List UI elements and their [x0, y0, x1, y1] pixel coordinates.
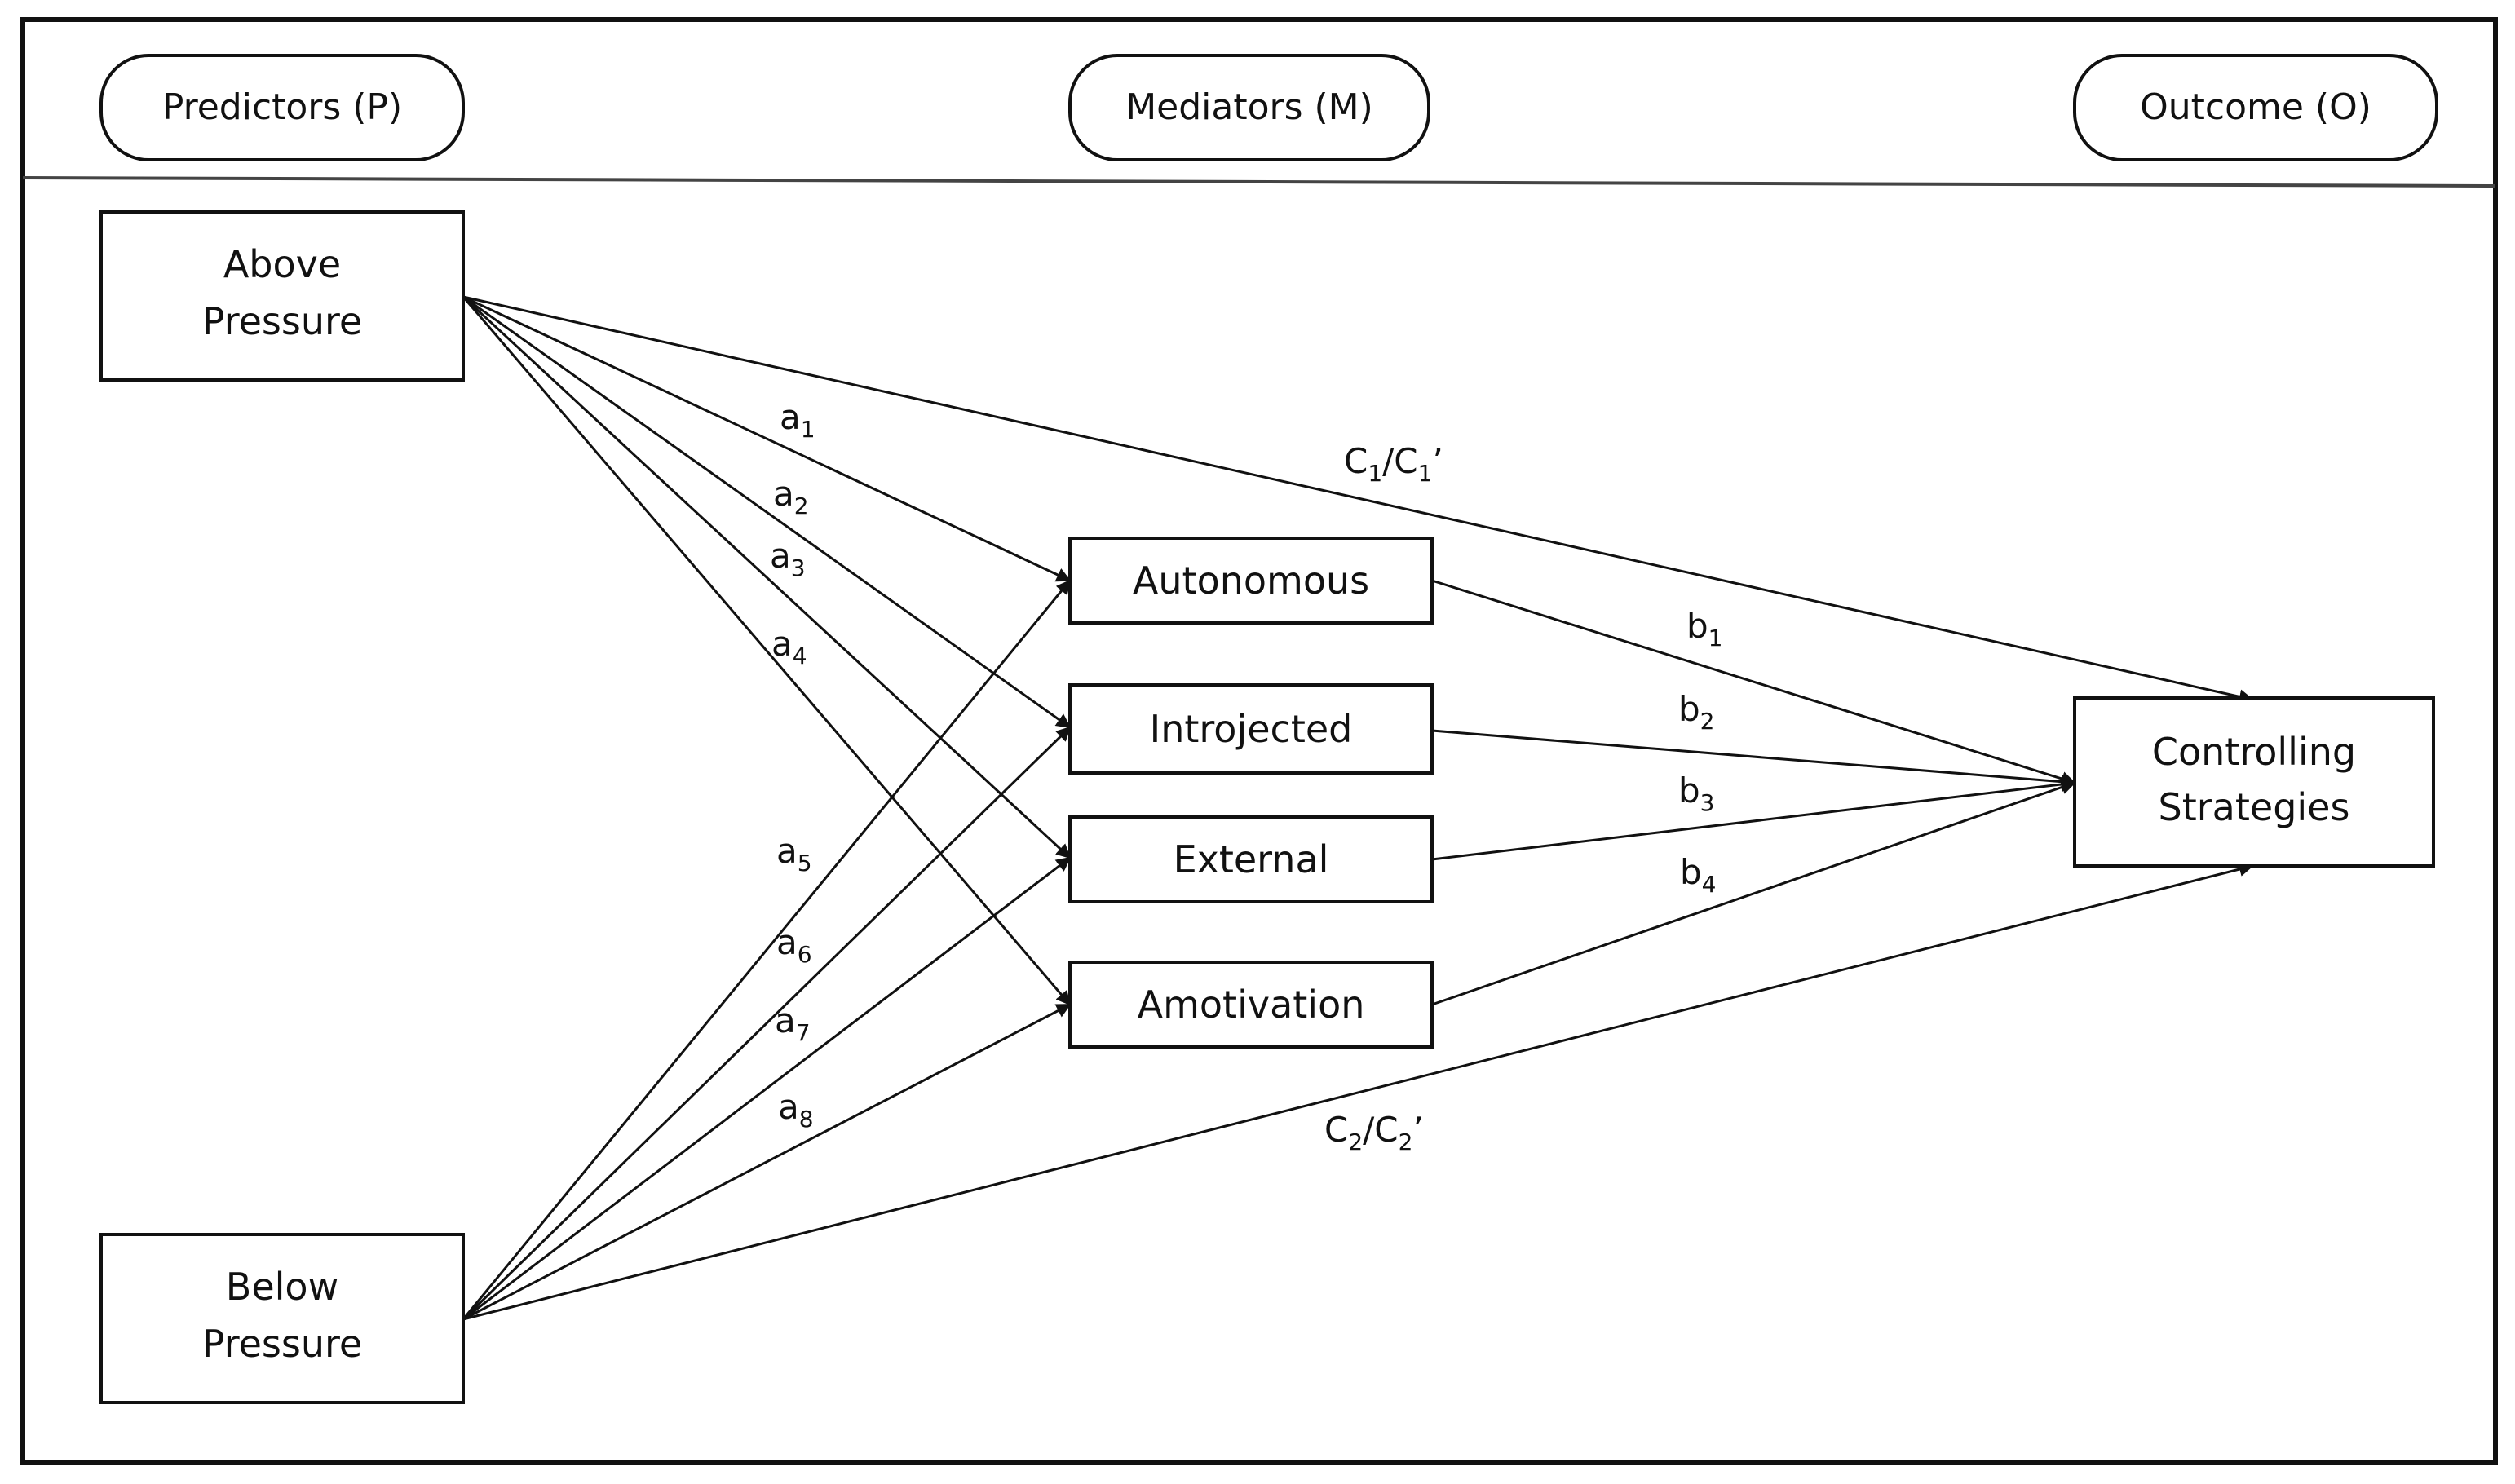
arrow-b4: [1431, 780, 2076, 1006]
label-b2: b2: [1678, 689, 1715, 735]
header-predictors: Predictors (P): [99, 54, 465, 161]
header-mediators: Mediators (M): [1068, 54, 1430, 161]
arrow-a8: [462, 1003, 1072, 1321]
label-b4: b4: [1680, 852, 1717, 898]
arrow-a1: [462, 295, 1072, 582]
arrow-a5: [462, 579, 1072, 1320]
node-below-pressure: Below Pressure: [99, 1233, 465, 1404]
header-mediators-label: Mediators (M): [1125, 86, 1373, 128]
header-predictors-label: Predictors (P): [162, 86, 402, 128]
label-b1: b1: [1686, 606, 1723, 651]
node-external: External: [1068, 815, 1434, 903]
label-a1: a1: [780, 397, 815, 443]
arrow-a7: [462, 856, 1072, 1321]
label-a2: a2: [773, 474, 809, 519]
label-c1: C1/C1’: [1344, 441, 1443, 487]
node-controlling-strategies-line1: Controlling: [2152, 730, 2356, 774]
header-outcome-label: Outcome (O): [2140, 86, 2371, 128]
node-above-pressure-line2: Pressure: [202, 299, 362, 343]
node-above-pressure-line1: Above: [223, 242, 341, 286]
label-a8: a8: [778, 1087, 814, 1133]
arrow-a3: [462, 295, 1072, 859]
node-introjected: Introjected: [1068, 683, 1434, 775]
arrow-b1: [1431, 579, 2076, 786]
node-below-pressure-line1: Below: [226, 1265, 338, 1309]
outer-frame: [20, 17, 2498, 1465]
arrow-c2: [462, 862, 2254, 1321]
arrow-c1: [462, 295, 2254, 704]
node-external-label: External: [1174, 837, 1329, 881]
label-a3: a3: [770, 536, 806, 581]
node-amotivation: Amotivation: [1068, 961, 1434, 1049]
node-autonomous-label: Autonomous: [1133, 559, 1369, 603]
header-outcome: Outcome (O): [2073, 54, 2438, 161]
node-controlling-strategies-line2: Strategies: [2159, 785, 2350, 829]
node-controlling-strategies: Controlling Strategies: [2073, 696, 2435, 868]
node-below-pressure-line2: Pressure: [202, 1322, 362, 1366]
arrow-a6: [462, 726, 1072, 1321]
label-b3: b3: [1678, 771, 1715, 816]
node-autonomous: Autonomous: [1068, 537, 1434, 625]
label-a6: a6: [776, 922, 812, 968]
arrow-a4: [462, 296, 1072, 1006]
label-c2: C2/C2’: [1324, 1110, 1424, 1155]
node-above-pressure: Above Pressure: [99, 210, 465, 382]
arrow-a2: [462, 295, 1072, 729]
arrow-b2: [1431, 729, 2076, 789]
label-a4: a4: [771, 624, 807, 669]
label-a5: a5: [776, 831, 812, 877]
node-introjected-label: Introjected: [1150, 707, 1353, 751]
header-divider: [22, 176, 2496, 188]
node-amotivation-label: Amotivation: [1138, 983, 1365, 1027]
arrow-b3: [1431, 776, 2076, 861]
label-a7: a7: [775, 1000, 811, 1046]
